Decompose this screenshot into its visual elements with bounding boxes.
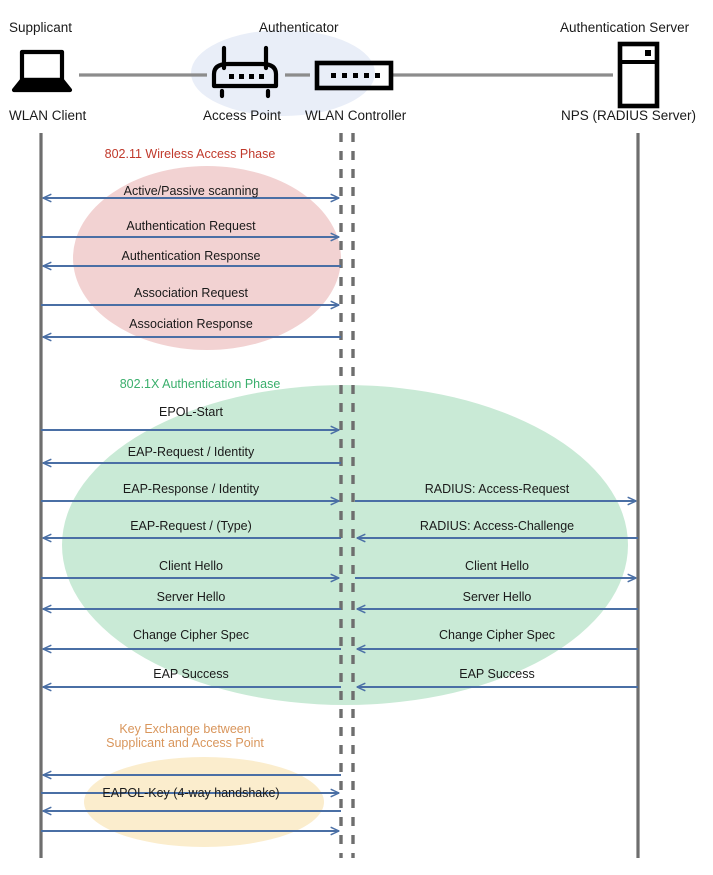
role-title-authenticator: Authenticator <box>259 20 339 35</box>
msg-eap-response-identity: EAP-Response / Identity <box>122 482 260 496</box>
msg-radius-access-challenge: RADIUS: Access-Challenge <box>419 519 575 533</box>
msg-association-request: Association Request <box>134 286 248 300</box>
server-rack-icon <box>617 41 660 109</box>
msg-authentication-request: Authentication Request <box>126 219 256 233</box>
msg-eap-success-right: EAP Success <box>459 667 535 681</box>
msg-radius-access-request: RADIUS: Access-Request <box>424 482 570 496</box>
msg-client-hello-right: Client Hello <box>465 559 529 573</box>
msg-server-hello-right: Server Hello <box>462 590 532 604</box>
ellipse-key-exchange <box>84 757 324 847</box>
phase-label-dot1x-auth: 802.1X Authentication Phase <box>119 377 281 391</box>
lifelines <box>39 133 640 858</box>
role-title-auth-server: Authentication Server <box>560 20 690 35</box>
phase-ellipses <box>62 30 628 847</box>
laptop-icon <box>11 49 73 93</box>
phase-label-key-exchange-line1: Key Exchange between <box>119 722 251 736</box>
ellipse-wireless-access <box>73 166 341 350</box>
phase-label-wireless-access: 802.11 Wireless Access Phase <box>104 147 276 161</box>
role-sub-wlan-controller: WLAN Controller <box>305 108 407 123</box>
msg-association-response: Association Response <box>129 317 253 331</box>
role-title-supplicant: Supplicant <box>9 20 73 35</box>
msg-eap-success-left: EAP Success <box>153 667 229 681</box>
phase-label-key-exchange: Key Exchange between Supplicant and Acce… <box>106 722 264 751</box>
ellipse-authenticator <box>191 30 375 116</box>
msg-client-hello-left: Client Hello <box>159 559 223 573</box>
msg-authentication-response: Authentication Response <box>121 249 261 263</box>
role-sub-nps-radius-server: NPS (RADIUS Server) <box>561 108 697 123</box>
msg-active-passive-scanning: Active/Passive scanning <box>123 184 259 198</box>
msg-eapol-key-4-way-handshake: EAPOL-Key (4-way handshake) <box>102 785 280 800</box>
msg-server-hello-left: Server Hello <box>156 590 226 604</box>
access-point-icon <box>211 45 279 99</box>
phase-label-key-exchange-line2: Supplicant and Access Point <box>106 736 264 751</box>
msg-eap-request-type: EAP-Request / (Type) <box>130 519 252 533</box>
ellipse-dot1x <box>62 385 628 705</box>
msg-change-cipher-spec-right: Change Cipher Spec <box>438 628 556 642</box>
arrows-left <box>41 198 341 831</box>
role-sub-wlan-client: WLAN Client <box>9 108 87 123</box>
msg-eap-request-identity: EAP-Request / Identity <box>127 445 255 459</box>
role-sub-access-point: Access Point <box>203 108 282 123</box>
msg-change-cipher-spec-left: Change Cipher Spec <box>132 628 250 642</box>
msg-eapol-start: EPOL-Start <box>159 405 223 419</box>
wlan-controller-icon <box>314 60 394 91</box>
arrows-right <box>355 501 638 687</box>
